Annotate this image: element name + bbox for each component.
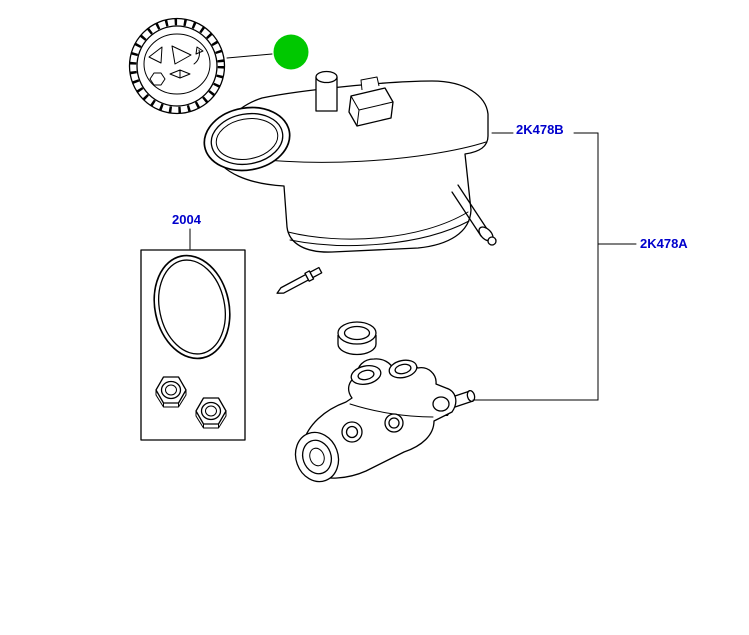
rear-tip-end [466, 389, 476, 403]
mounting-grommet[interactable] [337, 321, 377, 356]
reservoir-seam-lower-2 [289, 220, 470, 246]
cylinder-front-bore [294, 431, 340, 483]
hex-nut-2 [195, 397, 227, 429]
callout-label-2004[interactable]: 2004 [172, 212, 201, 227]
cylinder-side-ports [341, 413, 404, 443]
cap-top-face [136, 25, 218, 107]
cap-knurl-ring [129, 18, 225, 114]
o-ring-seal [153, 254, 231, 360]
reservoir-top-port [315, 70, 338, 112]
cap-symbol-glyphs [148, 45, 204, 86]
retaining-pin[interactable] [275, 266, 323, 297]
brake-fluid-reservoir[interactable] [199, 70, 497, 253]
callout-label-2k478a[interactable]: 2K478A [640, 236, 688, 251]
callout-label-2k478b[interactable]: 2K478B [516, 122, 564, 137]
reservoir-seam-lower-1 [287, 211, 469, 240]
reservoir-outlet-tube [451, 184, 497, 246]
callout-leader-lines [189, 132, 637, 401]
cap-leader-line [226, 53, 273, 59]
master-cylinder[interactable] [289, 358, 476, 488]
cylinder-body-seam [349, 403, 434, 418]
hex-nut-1 [155, 376, 187, 408]
level-sensor-connector [348, 76, 394, 127]
cylinder-top-ports [350, 359, 418, 385]
reservoir-cap[interactable] [128, 17, 226, 115]
highlight-marker [273, 34, 309, 70]
cylinder-body [299, 358, 457, 479]
reservoir-filler-neck [203, 106, 291, 172]
rear-flange-bore [432, 396, 450, 412]
repair-kit-box[interactable] [140, 248, 246, 441]
kit-boundary-box [140, 249, 246, 441]
cap-top-plateau [143, 33, 211, 95]
